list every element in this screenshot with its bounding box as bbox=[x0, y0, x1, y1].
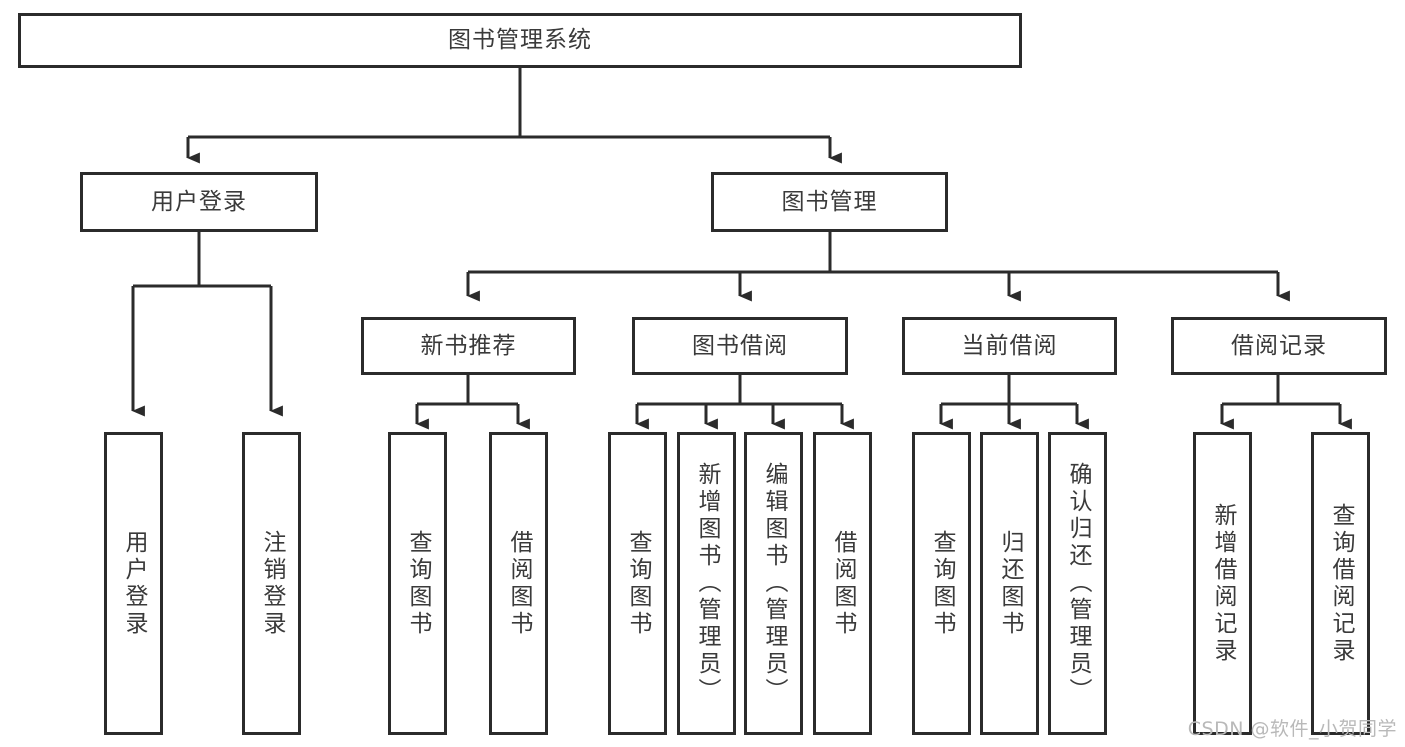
node-leaf-confirm-return-label: 确认归还（管理员） bbox=[1065, 462, 1091, 705]
node-book-management-label: 图书管理 bbox=[781, 188, 878, 215]
watermark-text: CSDN @软件_小贺同学 bbox=[1187, 718, 1397, 740]
node-borrow-record-label: 借阅记录 bbox=[1231, 332, 1327, 359]
node-borrow-record[interactable]: 借阅记录 bbox=[1171, 317, 1387, 375]
node-leaf-borrow-book-1-label: 借阅图书 bbox=[506, 529, 532, 638]
node-user-login[interactable]: 用户登录 bbox=[80, 172, 318, 232]
node-leaf-logout-login[interactable]: 注销登录 bbox=[242, 432, 301, 735]
node-leaf-query-book-1[interactable]: 查询图书 bbox=[388, 432, 447, 735]
node-leaf-borrow-book-2[interactable]: 借阅图书 bbox=[813, 432, 872, 735]
node-leaf-query-book-1-label: 查询图书 bbox=[405, 529, 431, 638]
node-leaf-logout-login-label: 注销登录 bbox=[259, 529, 285, 638]
node-current-borrow[interactable]: 当前借阅 bbox=[902, 317, 1117, 375]
node-leaf-add-record-label: 新增借阅记录 bbox=[1210, 502, 1236, 665]
node-leaf-confirm-return[interactable]: 确认归还（管理员） bbox=[1048, 432, 1107, 735]
node-leaf-query-book-3[interactable]: 查询图书 bbox=[912, 432, 971, 735]
node-leaf-query-record-label: 查询借阅记录 bbox=[1328, 502, 1354, 665]
node-new-book-recommend[interactable]: 新书推荐 bbox=[361, 317, 576, 375]
node-new-book-recommend-label: 新书推荐 bbox=[420, 332, 517, 359]
node-root[interactable]: 图书管理系统 bbox=[18, 13, 1022, 68]
node-leaf-borrow-book-1[interactable]: 借阅图书 bbox=[489, 432, 548, 735]
node-current-borrow-label: 当前借阅 bbox=[961, 332, 1058, 359]
node-leaf-return-book-label: 归还图书 bbox=[997, 529, 1023, 638]
node-book-borrow[interactable]: 图书借阅 bbox=[632, 317, 848, 375]
node-user-login-label: 用户登录 bbox=[151, 188, 247, 215]
node-leaf-add-record[interactable]: 新增借阅记录 bbox=[1193, 432, 1252, 735]
node-leaf-edit-book-label: 编辑图书（管理员） bbox=[761, 462, 787, 705]
node-leaf-borrow-book-2-label: 借阅图书 bbox=[830, 529, 856, 638]
node-leaf-user-login-label: 用户登录 bbox=[121, 529, 147, 638]
node-leaf-query-book-3-label: 查询图书 bbox=[929, 529, 955, 638]
node-book-borrow-label: 图书借阅 bbox=[692, 332, 788, 359]
node-root-label: 图书管理系统 bbox=[448, 27, 592, 54]
node-leaf-query-book-2[interactable]: 查询图书 bbox=[608, 432, 667, 735]
node-leaf-add-book[interactable]: 新增图书（管理员） bbox=[677, 432, 736, 735]
node-leaf-return-book[interactable]: 归还图书 bbox=[980, 432, 1039, 735]
node-leaf-query-record[interactable]: 查询借阅记录 bbox=[1311, 432, 1370, 735]
node-leaf-edit-book[interactable]: 编辑图书（管理员） bbox=[744, 432, 803, 735]
node-leaf-add-book-label: 新增图书（管理员） bbox=[694, 462, 720, 705]
node-leaf-query-book-2-label: 查询图书 bbox=[625, 529, 651, 638]
node-book-management[interactable]: 图书管理 bbox=[711, 172, 948, 232]
node-leaf-user-login[interactable]: 用户登录 bbox=[104, 432, 163, 735]
